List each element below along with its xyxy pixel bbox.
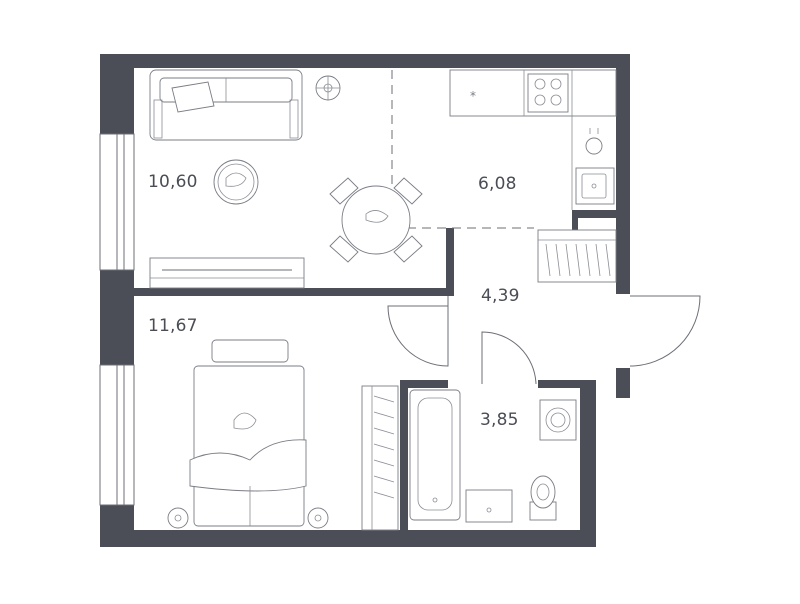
bathtub-icon [409,389,461,521]
wall-top [100,54,630,68]
sink-icon [575,167,615,205]
wall-kitchen-niche [572,210,616,218]
walls [99,54,630,547]
tv-stand-icon [149,257,305,289]
wall-left-mid [100,270,134,365]
bedroom-wardrobe [361,385,399,531]
wall-living-bedroom [134,288,448,296]
bath-sink-icon [465,489,513,523]
area-kitchen: 6,08 [478,174,517,194]
pet-icon [213,159,259,205]
fan-icon [167,507,329,529]
wall-left-top [100,54,134,134]
wall-bathroom-top-left [400,380,448,388]
svg-text:*: * [470,89,476,103]
area-hall: 4,39 [481,286,520,306]
wall-right-lower [616,368,630,398]
bathroom-door [481,331,537,385]
area-bathroom: 3,85 [480,410,519,430]
wall-right-top [616,54,630,294]
area-living: 10,60 [148,172,198,192]
sofa-icon [149,69,303,141]
wall-right-bottom [580,384,596,544]
toilet-icon [529,475,557,521]
stove-icon [527,73,569,113]
wall-kitchen-hall [446,228,454,296]
zone-divider [391,70,534,229]
wall-bathroom-top-right [538,380,596,388]
wall-bottom [100,530,596,547]
entrance-door [629,295,701,367]
wardrobe-icon [537,229,617,283]
wall-bathroom-left [400,382,408,532]
floor-lamp-icon [315,75,341,101]
kettle-icon [585,128,603,155]
dining-table-icon [329,177,423,263]
washing-machine-icon [539,399,577,441]
doors [387,295,701,385]
bed-icon [189,339,307,527]
area-bedroom: 11,67 [148,316,198,336]
bedroom-door [387,296,449,367]
